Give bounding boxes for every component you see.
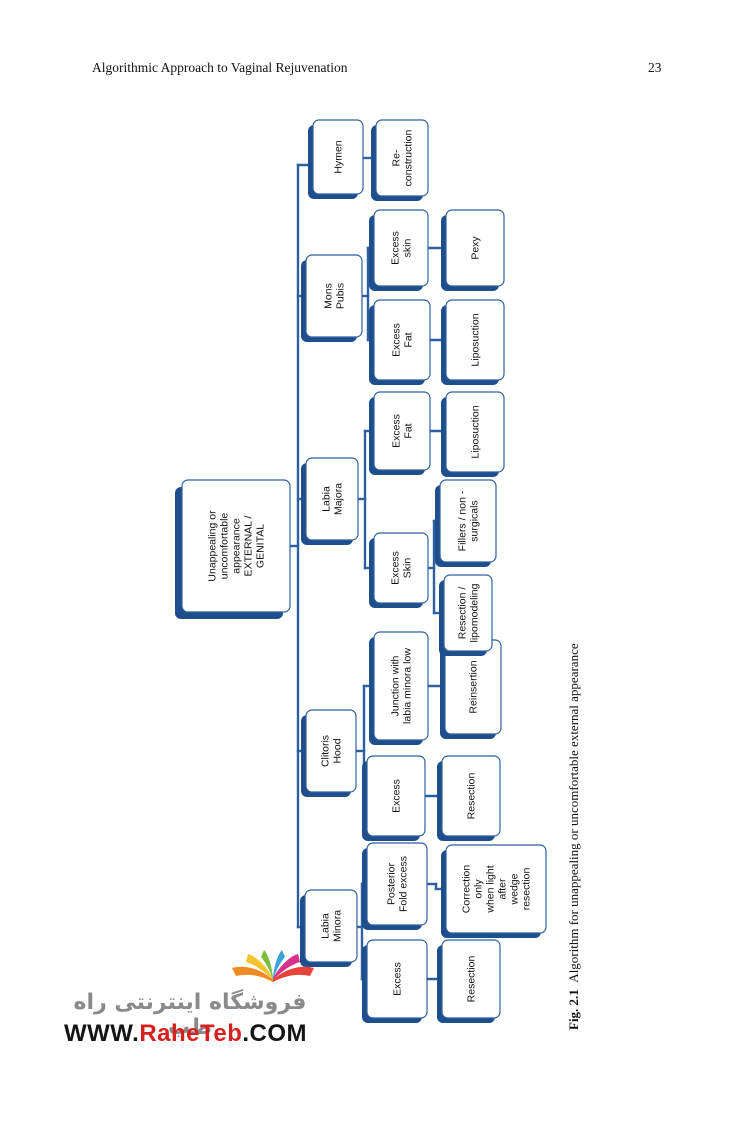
node-box: [373, 209, 429, 287]
node-label: Excessskin: [390, 231, 414, 265]
flowchart-boxes: Unappealing oruncomfortableappearanceEXT…: [175, 119, 547, 1023]
node-label: LabiaMajora: [321, 483, 345, 515]
node-label: MonsPubis: [323, 283, 347, 309]
node-label: Resection /lipomodeling: [457, 583, 481, 642]
watermark-url-suffix: .COM: [242, 1020, 308, 1047]
node-box: [439, 479, 497, 563]
node-box: [305, 457, 359, 541]
node-mons-pubis: MonsPubis: [301, 254, 363, 342]
node-lmj-excess-skin: ExcessSkin: [369, 532, 429, 608]
node-label: Excess: [392, 962, 404, 996]
node-label: Fillers / non -surgicals: [457, 490, 481, 551]
node-box: [373, 631, 429, 741]
node-box: [305, 254, 363, 338]
node-lmj-excess-fat: ExcessFat: [369, 391, 431, 475]
node-ch-junction: Junction withlabia minora low: [369, 631, 429, 745]
figure-caption-text: Algorithm for unappealing or uncomfortab…: [566, 643, 581, 983]
page-number: 23: [648, 60, 662, 75]
node-box: [373, 391, 431, 471]
node-box: [304, 889, 358, 963]
node-lm-excess: Excess: [362, 939, 428, 1023]
node-mp-excess-skin: Excessskin: [369, 209, 429, 291]
figure-label: Fig. 2.1: [566, 989, 581, 1030]
node-lmj-fillers: Fillers / non -surgicals: [435, 479, 497, 567]
node-label: Hymen: [333, 140, 345, 173]
node-root: Unappealing oruncomfortableappearanceEXT…: [175, 479, 291, 619]
node-label: Re-construction: [391, 130, 415, 187]
node-lm-posterior: PosteriorFold excess: [362, 842, 428, 930]
node-label: ExcessSkin: [390, 551, 414, 585]
running-header-title: Algorithmic Approach to Vaginal Rejuvena…: [92, 60, 348, 75]
node-box: [373, 532, 429, 604]
watermark-url-prefix: WWW.: [64, 1020, 140, 1047]
node-mp-liposuction: Liposuction: [441, 299, 505, 385]
node-lm-posterior-correction: Correctiononlywhen lightafterwedgeresect…: [441, 844, 547, 938]
node-label: ExcessFat: [391, 323, 415, 357]
node-ch-excess-resection: Resection: [437, 755, 501, 841]
node-lm-excess-resection: Resection: [437, 939, 501, 1023]
node-box: [181, 479, 291, 613]
node-label: Resection: [466, 956, 478, 1003]
node-hymen-reconstruction: Re-construction: [371, 119, 429, 201]
node-label: Pexy: [470, 236, 482, 260]
node-box: [305, 709, 357, 793]
node-label: Liposuction: [470, 405, 482, 458]
node-box: [445, 299, 505, 381]
node-label: Junction withlabia minora low: [390, 648, 414, 724]
node-label: ExcessFat: [391, 414, 415, 448]
node-box: [373, 299, 431, 381]
node-box: [445, 391, 505, 473]
node-lmj-resection-lipo: Resection /lipomodeling: [439, 574, 493, 656]
node-box: [443, 574, 493, 652]
node-mp-excess-fat: ExcessFat: [369, 299, 431, 385]
node-ch-excess: Excess: [362, 755, 426, 841]
node-clitoris-hood: ClitorisHood: [301, 709, 357, 797]
node-labia-majora: LabiaMajora: [301, 457, 359, 545]
node-lmj-liposuction: Liposuction: [441, 391, 505, 477]
watermark-url: WWW.RaheTeb.COM: [64, 1020, 307, 1048]
node-box: [441, 939, 501, 1019]
node-box: [366, 755, 426, 837]
node-label: PosteriorFold excess: [386, 856, 410, 912]
node-label: Resection: [466, 773, 478, 820]
watermark-url-brand: RaheTeb: [139, 1020, 243, 1047]
book-logo-icon: [232, 950, 314, 982]
node-label: Excess: [391, 779, 403, 813]
node-label: Reinsertion: [468, 660, 480, 713]
node-hymen: Hymen: [308, 119, 364, 199]
node-box: [366, 842, 428, 926]
node-label: LabiaMinora: [320, 910, 344, 942]
node-box: [312, 119, 364, 195]
node-box: [375, 119, 429, 197]
node-box: [445, 844, 547, 934]
node-mp-pexy: Pexy: [441, 209, 505, 291]
node-ch-junction-reinsertion: Reinsertion: [440, 639, 502, 739]
figure-caption: Fig. 2.1 Algorithm for unappealing or un…: [566, 643, 582, 1030]
node-label: Liposuction: [470, 313, 482, 366]
node-labia-minora: LabiaMinora: [300, 889, 358, 967]
node-label: Unappealing oruncomfortableappearanceEXT…: [207, 510, 267, 582]
watermark-persian-text: فروشگاه اینترنتی راه طب: [73, 990, 307, 1040]
node-box: [441, 755, 501, 837]
node-label: Correctiononlywhen lightafterwedgeresect…: [461, 865, 533, 914]
node-label: ClitorisHood: [320, 735, 344, 767]
node-box: [366, 939, 428, 1019]
node-box: [445, 209, 505, 287]
